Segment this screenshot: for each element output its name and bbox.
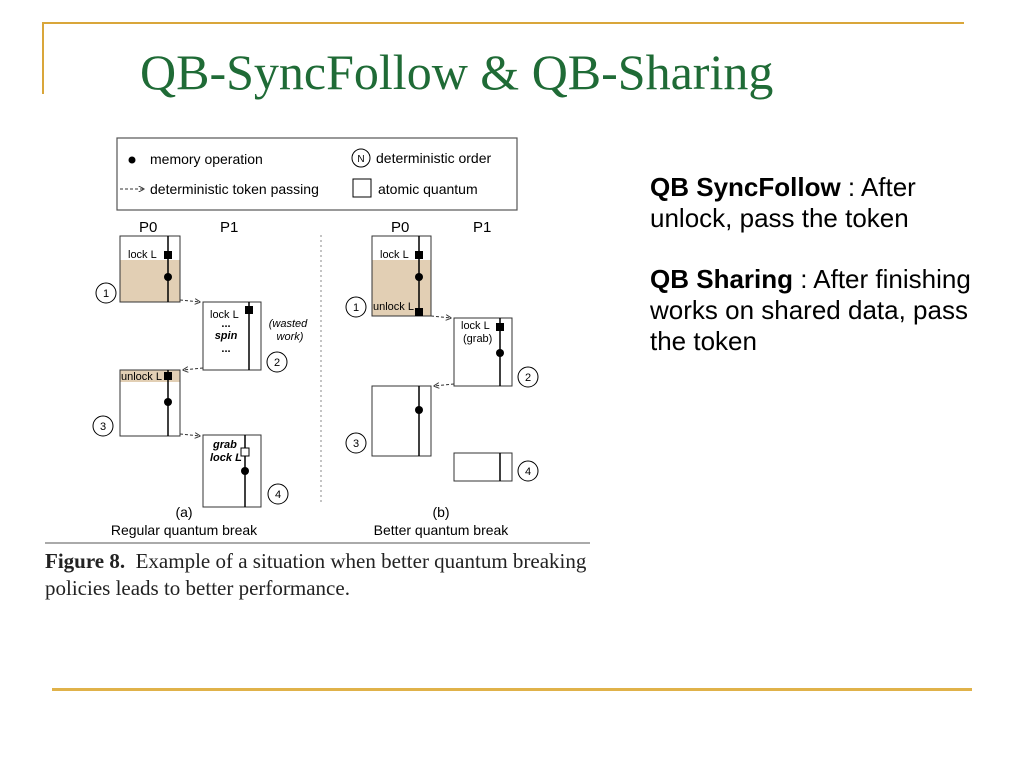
- a-spin: spin: [215, 330, 238, 342]
- atomic-quantum-sample: [352, 178, 372, 198]
- b-lock-label-2: lock L: [461, 320, 490, 332]
- a-order-1: [95, 282, 117, 304]
- b-order-1-num: 1: [353, 302, 359, 314]
- a-order-2: [266, 351, 288, 373]
- a-order-4: [267, 483, 289, 505]
- legend-atomic-quantum: atomic quantum: [378, 181, 478, 197]
- caption-text: Example of a situation when better quant…: [45, 549, 587, 600]
- legend-det-order: deterministic order: [376, 150, 491, 166]
- a-order-1-num: 1: [103, 288, 109, 300]
- a-order-3-num: 3: [100, 421, 106, 433]
- a-p0-label: P0: [139, 219, 157, 236]
- legend-box: [116, 137, 518, 211]
- det-order-symbol: N: [357, 154, 364, 165]
- bullet-sep: :: [840, 172, 861, 202]
- bullet-term: QB Sharing: [650, 264, 794, 294]
- a-unlock-label: unlock L: [121, 371, 162, 383]
- top-accent-line: [42, 22, 964, 24]
- b-order-3-num: 3: [353, 438, 359, 450]
- a-panel-name: Regular quantum break: [111, 522, 258, 538]
- b-panel-label: (b): [432, 504, 449, 520]
- a-mem-op-4: [241, 467, 249, 475]
- b-unlock-label: unlock L: [373, 301, 414, 313]
- b-quantum-3: [371, 385, 432, 457]
- figure-caption: Figure 8. Example of a situation when be…: [45, 548, 590, 602]
- memory-op-dot: [128, 156, 136, 164]
- a-lock-marker-1: [164, 251, 172, 259]
- b-lock-marker: [415, 251, 423, 259]
- b-lock-marker-2: [496, 323, 504, 331]
- b-p1-label: P1: [473, 219, 491, 236]
- a-token-arrow-3: [179, 434, 200, 436]
- a-quantum-4: [202, 434, 262, 508]
- a-lock-marker-2: [245, 306, 253, 314]
- b-lock-label: lock L: [380, 249, 409, 261]
- a-grab-marker: [240, 447, 250, 457]
- a-order-4-num: 4: [275, 489, 281, 501]
- a-unlock-marker: [164, 372, 172, 380]
- b-mem-op-3: [415, 406, 423, 414]
- bullet-syncfollow: QB SyncFollow : After unlock, pass the t…: [650, 172, 980, 234]
- bullet-text: After finishing works on shared data, pa…: [650, 264, 971, 356]
- a-order-2-num: 2: [274, 357, 280, 369]
- legend-token-passing: deterministic token passing: [150, 181, 319, 197]
- legend-memory-op: memory operation: [150, 151, 263, 167]
- bullet-term: QB SyncFollow: [650, 172, 841, 202]
- b-token-arrow-2: [434, 384, 455, 386]
- b-mem-op-2: [496, 349, 504, 357]
- b-mem-op-1: [415, 273, 423, 281]
- a-quantum-1: [119, 235, 181, 303]
- bullet-sharing: QB Sharing : After finishing works on sh…: [650, 264, 980, 357]
- b-quantum-2: [453, 317, 513, 387]
- bullet-list: QB SyncFollow : After unlock, pass the t…: [650, 172, 980, 387]
- b-quantum-1-fill: [372, 260, 431, 316]
- a-panel-label: (a): [175, 504, 192, 520]
- a-token-arrow-2: [183, 368, 204, 370]
- a-lock-label-2: lock L: [210, 309, 239, 321]
- bullet-sep: :: [793, 264, 814, 294]
- figure-diagram: memory operation N deterministic order d…: [45, 137, 590, 544]
- b-quantum-1: [371, 235, 432, 317]
- slide-title: QB-SyncFollow & QB-Sharing: [140, 44, 774, 100]
- a-quantum-2: [202, 301, 262, 371]
- a-order-3: [92, 415, 114, 437]
- a-grab-lock-label: lock L: [210, 452, 242, 464]
- a-quantum-1-fill: [120, 260, 180, 302]
- caption-label: Figure 8.: [45, 549, 126, 573]
- b-quantum-4: [453, 452, 513, 482]
- a-p1-label: P1: [220, 219, 238, 236]
- b-order-4: [517, 460, 539, 482]
- a-quantum-3: [119, 369, 181, 437]
- a-lock-label-1: lock L: [128, 249, 157, 261]
- b-order-2-num: 2: [525, 372, 531, 384]
- a-grab-label: grab: [212, 439, 237, 451]
- det-order-circle: [351, 148, 371, 168]
- a-token-arrow-1: [179, 300, 200, 302]
- b-grab-label: (grab): [463, 333, 492, 345]
- left-accent-line: [42, 22, 44, 94]
- bottom-accent-line: [52, 688, 972, 691]
- a-mem-op-1: [164, 273, 172, 281]
- a-dots-2: ...: [221, 343, 230, 355]
- a-wasted-1: (wasted: [269, 318, 308, 330]
- b-order-2: [517, 366, 539, 388]
- b-order-3: [345, 432, 367, 454]
- a-dots-1: ...: [221, 318, 230, 330]
- b-p0-label: P0: [391, 219, 409, 236]
- b-order-4-num: 4: [525, 466, 531, 478]
- a-mem-op-3: [164, 398, 172, 406]
- bullet-text: After unlock, pass the token: [650, 172, 916, 233]
- b-unlock-marker: [415, 308, 423, 316]
- a-wasted-2: work): [277, 331, 304, 343]
- b-token-arrow-1: [430, 316, 451, 318]
- b-order-1: [345, 296, 367, 318]
- b-panel-name: Better quantum break: [374, 522, 510, 538]
